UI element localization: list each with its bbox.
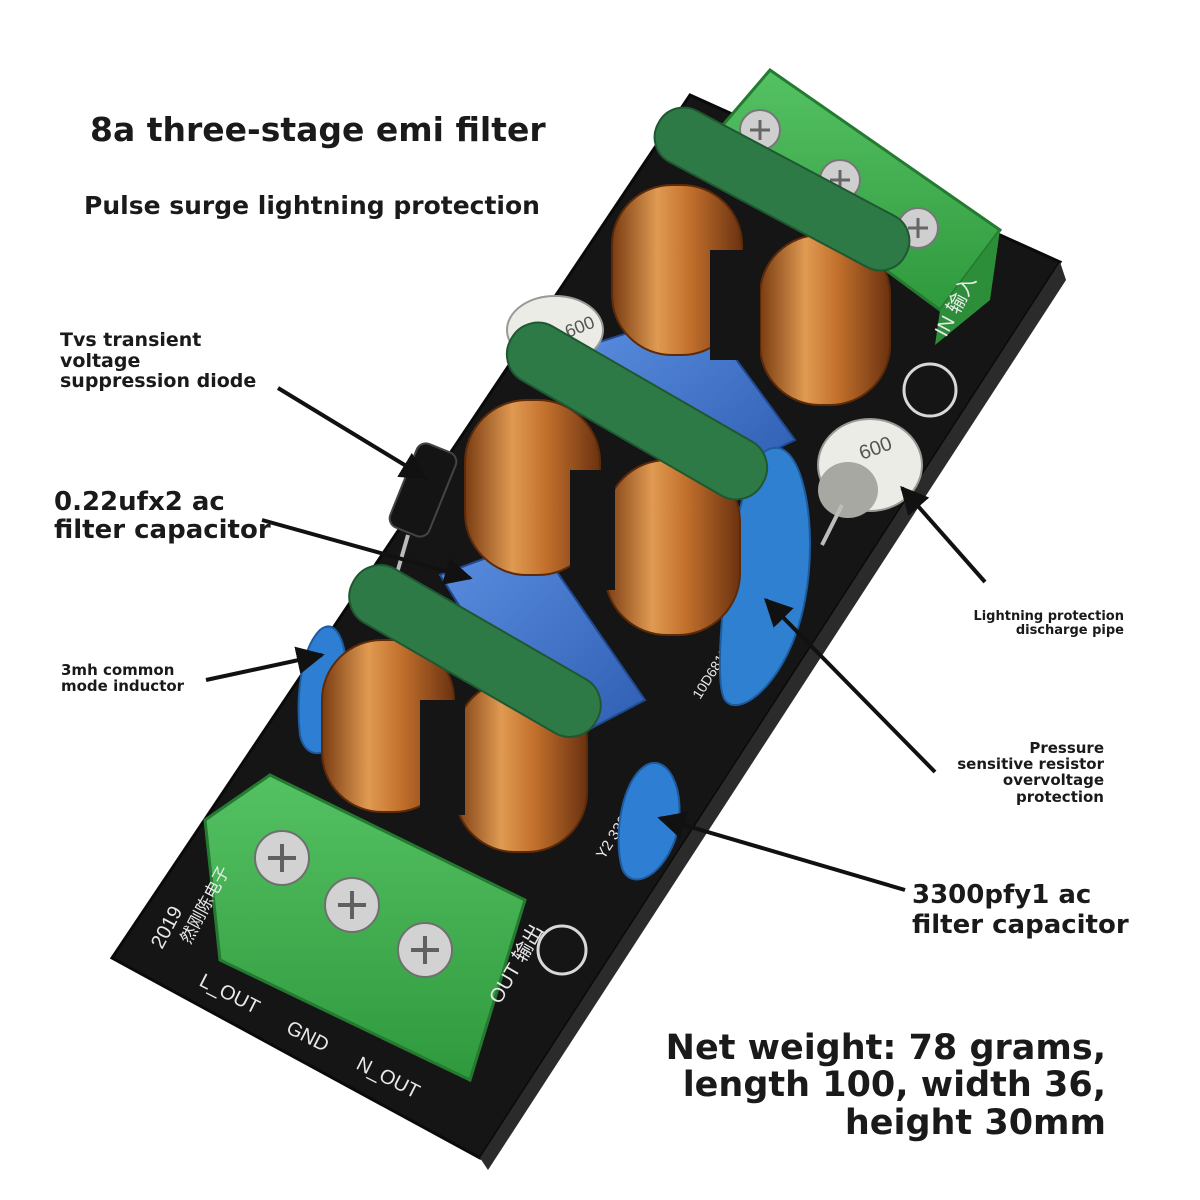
page-title: 8a three-stage emi filter xyxy=(90,110,546,149)
callout-inductor-line-1: 3mh common xyxy=(61,661,175,679)
specs-line-2: length 100, width 36, xyxy=(682,1065,1106,1106)
callout-cap022-line-1: 0.22ufx2 ac xyxy=(54,487,225,517)
common-mode-inductor-middle xyxy=(464,321,769,636)
callout-cap022-line-2: filter capacitor xyxy=(54,515,271,546)
arrow-cap022 xyxy=(261,518,473,585)
callout-varistor-line-1: Pressure xyxy=(1029,739,1104,757)
arrow-inductor xyxy=(205,646,325,682)
specs-line-3: height 30mm xyxy=(844,1102,1106,1143)
callout-lightning-line-1: Lightning protection xyxy=(973,609,1124,624)
callout-varistor: Pressure sensitive resistor overvoltage … xyxy=(900,740,1104,805)
callout-cap3300-line-1: 3300pfy1 ac xyxy=(912,880,1092,910)
callout-3300pf-capacitor: 3300pfy1 ac filter capacitor xyxy=(912,880,1129,940)
specs-line-1: Net weight: 78 grams, xyxy=(665,1028,1106,1068)
common-mode-inductor-top xyxy=(611,106,911,406)
callout-lightning-discharge-pipe: Lightning protection discharge pipe xyxy=(930,609,1124,639)
y-capacitor xyxy=(617,762,681,881)
callout-tvs-line-2: voltage xyxy=(60,349,141,372)
callout-cap3300-line-2: filter capacitor xyxy=(912,910,1129,941)
common-mode-inductor-bottom xyxy=(321,564,602,853)
arrow-cap3300 xyxy=(657,811,906,892)
callout-tvs-line-3: suppression diode xyxy=(60,370,257,393)
arrow-tvs xyxy=(276,386,429,480)
callout-inductor-line-2: mode inductor xyxy=(61,677,185,696)
output-terminal-block xyxy=(203,773,527,1083)
callout-022uf-capacitor: 0.22ufx2 ac filter capacitor xyxy=(54,488,271,544)
gas-discharge-tube-right: 600 xyxy=(817,418,923,546)
callout-varistor-line-2: sensitive resistor xyxy=(957,755,1104,774)
callout-common-mode-inductor: 3mh common mode inductor xyxy=(61,661,185,696)
callout-varistor-line-3: overvoltage xyxy=(1002,771,1104,790)
arrow-lightning xyxy=(900,485,987,584)
callout-lightning-line-2: discharge pipe xyxy=(1015,623,1124,639)
callout-tvs-line-1: Tvs transient xyxy=(60,329,202,351)
callout-varistor-line-4: protection xyxy=(1016,787,1104,806)
callout-tvs-diode: Tvs transient voltage suppression diode xyxy=(60,330,256,392)
arrow-varistor xyxy=(764,598,937,774)
callout-arrows xyxy=(205,386,987,892)
specs-block: Net weight: 78 grams, length 100, width … xyxy=(640,1028,1106,1143)
page-subtitle: Pulse surge lightning protection xyxy=(84,191,540,220)
